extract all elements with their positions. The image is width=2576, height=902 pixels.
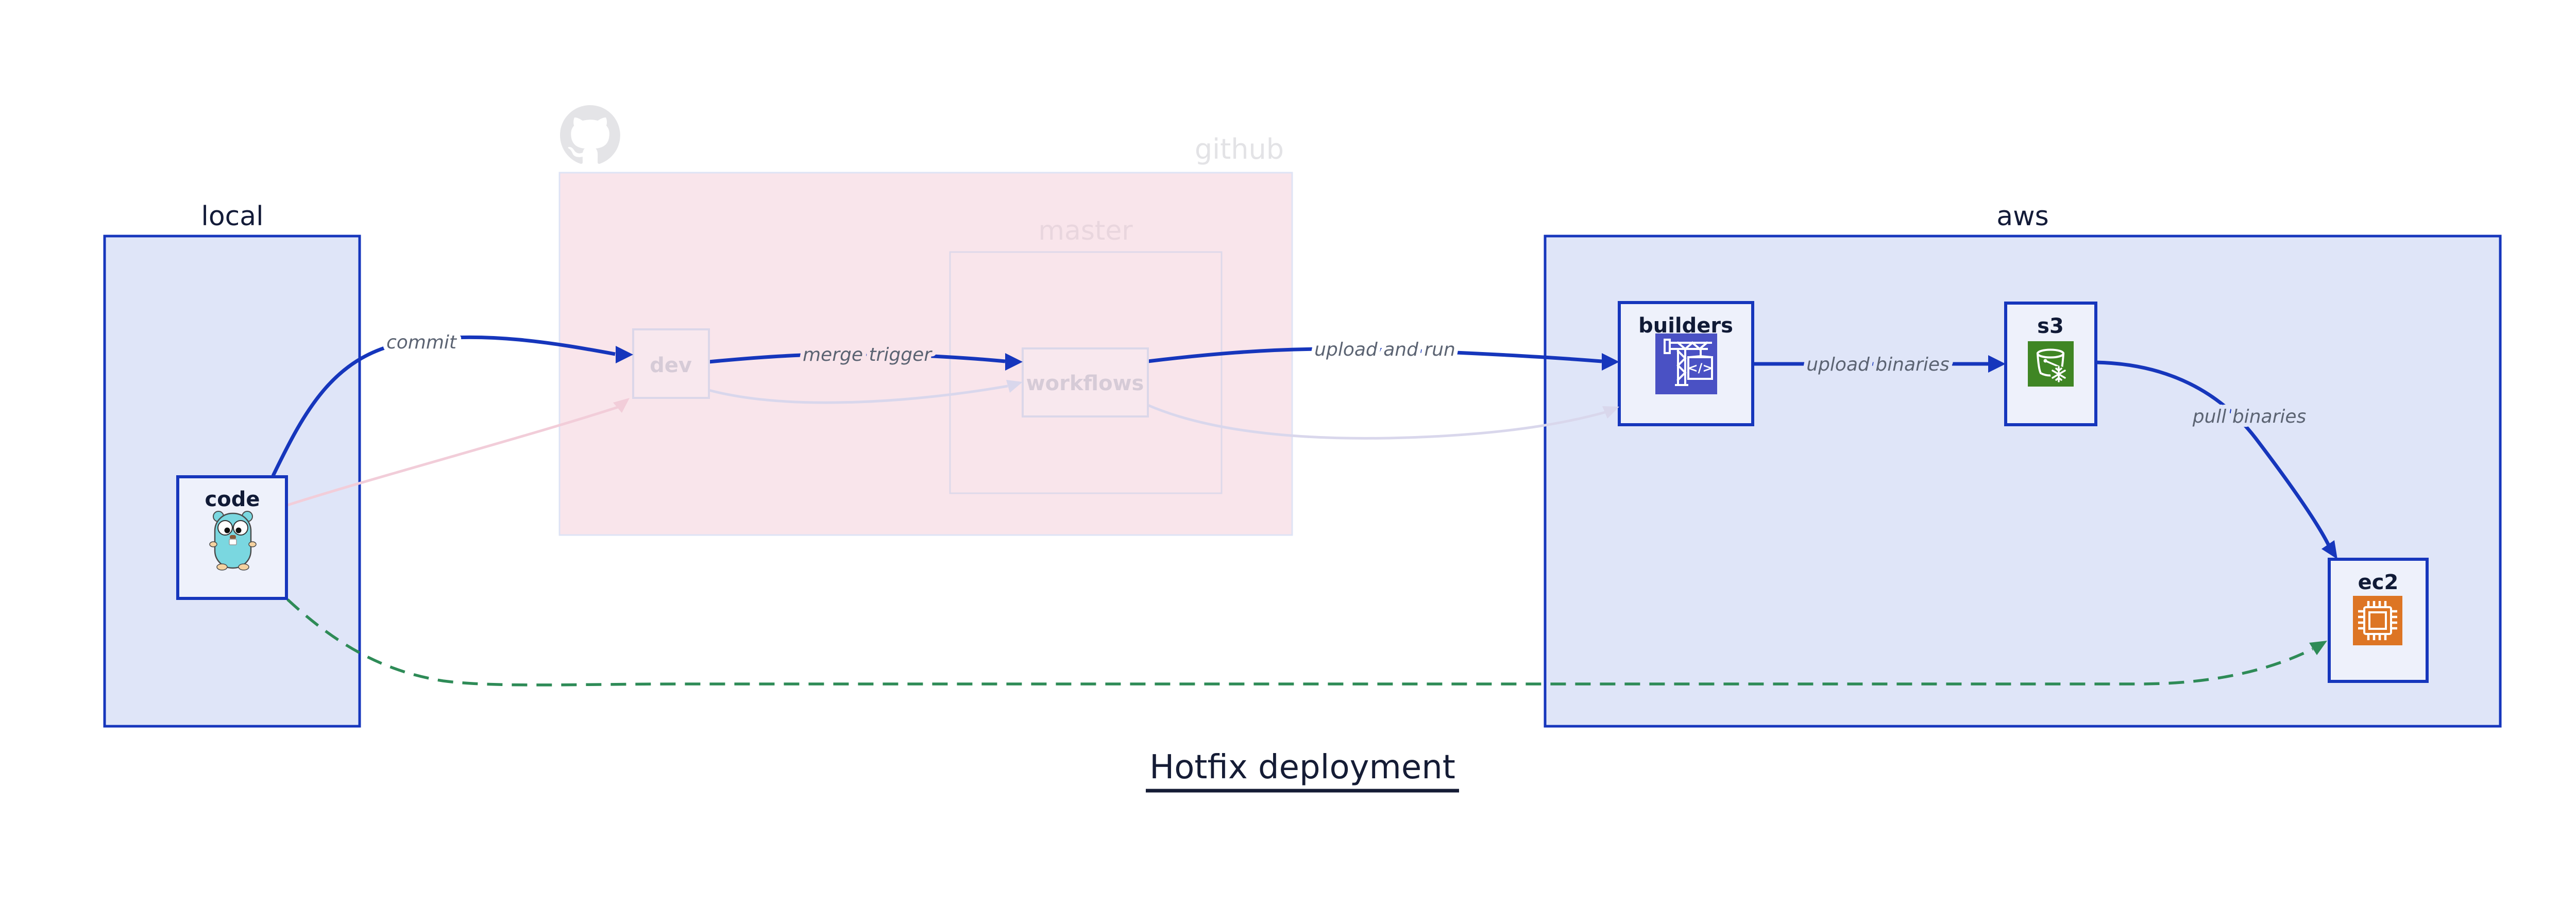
github-group-label: github [1195,133,1284,165]
faded-edges [287,385,1605,507]
commit-arrowhead [616,346,633,363]
s3-node-box [2004,302,2097,426]
s3-node: s3 [2004,302,2097,426]
workflows-node: workflows [1022,347,1149,417]
workflows-node-label: workflows [1026,372,1144,395]
code-node: code [176,475,288,600]
master-branch-box [949,251,1223,494]
workflows-node-box [1022,347,1149,417]
github-logo-icon [560,105,620,164]
github-group: github master [558,105,1293,536]
faded-upload-arrowhead [1602,406,1619,419]
faded-merge-arrowhead [1006,380,1023,393]
commit-edge-label: commit [386,332,457,353]
aws-group-label: aws [1996,201,2049,232]
aws-codebuild-crane-icon: </> [1655,333,1717,394]
pull-binaries-edge [2095,360,2331,546]
code-node-label: code [205,488,260,511]
hotfix-edges [271,335,2331,687]
master-branch-label: master [1038,215,1133,246]
faded-merge-edge [708,385,1008,404]
hotfix-bypass-arrowhead [2309,641,2327,655]
upload-and-run-arrowhead [1602,353,1619,371]
diagram-title-text: Hotfix deployment [1149,748,1455,787]
merge-trigger-edge [708,352,1006,364]
commit-edge [271,335,616,477]
upload-binaries-arrowhead [1988,355,2006,373]
faded-commit-edge [287,406,618,507]
aws-s3-glacier-bucket-icon [2028,341,2074,387]
s3-node-label: s3 [2037,314,2064,338]
merge-trigger-arrowhead [1005,353,1023,371]
pull-binaries-edge-label: pull binaries [2192,406,2307,427]
dev-node: dev [632,328,710,399]
builders-icon-code-glyph: </> [1688,361,1713,375]
local-group: local [103,201,361,728]
local-group-label: local [201,201,263,232]
merge-trigger-edge-label: merge trigger [803,344,933,365]
arrowheads [613,346,2337,655]
upload-and-run-edge [1147,347,1602,363]
diagram-title: Hotfix deployment [1146,748,1459,793]
golang-gopher-icon [209,511,257,571]
ec2-node: ec2 [2328,558,2429,683]
aws-ec2-chip-icon [2353,596,2402,645]
upload-binaries-edge-label: upload binaries [1806,354,1950,375]
edge-labels: commit merge trigger upload and run uplo… [382,328,2310,431]
upload-and-run-edge-label: upload and run [1314,339,1455,360]
faded-commit-arrowhead [613,398,630,413]
hotfix-bypass-edge [286,598,2314,687]
builders-node: builders </> [1618,301,1754,426]
dev-node-label: dev [650,354,692,377]
faded-upload-edge [1147,404,1605,440]
pull-binaries-arrowhead [2321,540,2337,559]
ec2-node-label: ec2 [2358,571,2399,594]
dev-node-box [632,328,710,399]
